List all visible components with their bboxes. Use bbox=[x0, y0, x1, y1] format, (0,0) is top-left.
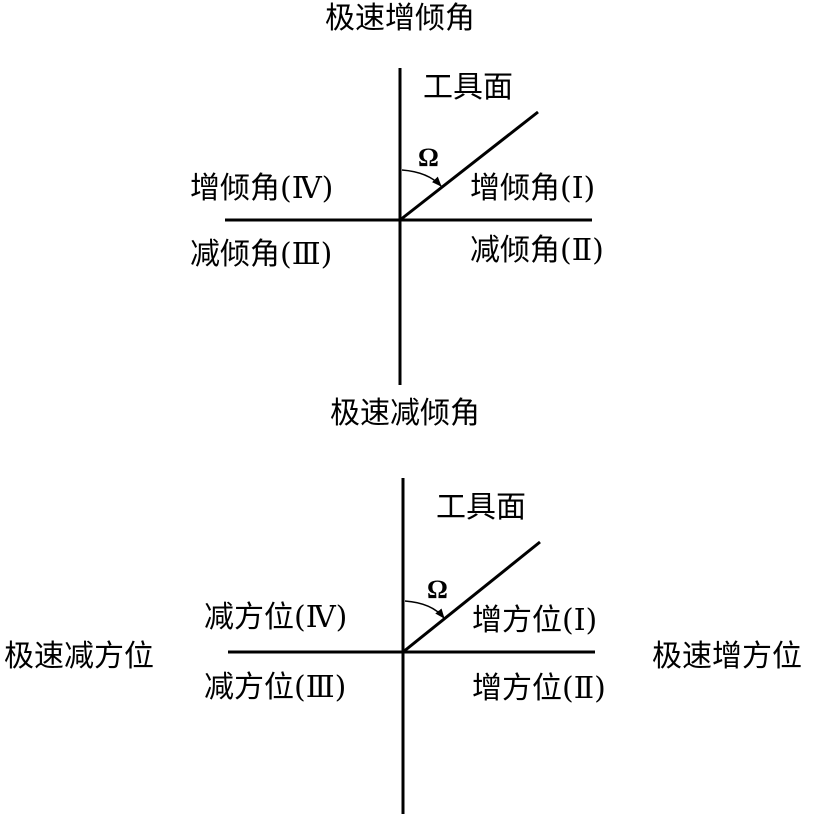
quadrant-ii-label: 增方位(Ⅱ) bbox=[472, 671, 606, 706]
quadrant-i-label: 增方位(Ⅰ) bbox=[472, 603, 597, 638]
quadrant-iv-label: 增倾角(Ⅳ) bbox=[190, 171, 333, 206]
omega-symbol: Ω bbox=[418, 143, 439, 172]
quadrant-iv-label: 减方位(Ⅳ) bbox=[204, 600, 347, 635]
left-label: 极速减方位 bbox=[4, 639, 154, 674]
quadrant-iii-label: 减方位(Ⅲ) bbox=[204, 670, 346, 705]
tool-face-label: 工具面 bbox=[423, 70, 513, 105]
right-label: 极速增方位 bbox=[652, 639, 802, 674]
tool-face-line bbox=[402, 540, 541, 654]
tool-face-line bbox=[399, 110, 539, 222]
angle-arc-arrow bbox=[404, 600, 445, 619]
top-label: 极速增倾角 bbox=[325, 1, 475, 36]
omega-symbol: Ω bbox=[427, 575, 448, 604]
quadrant-i-label: 增倾角(Ⅰ) bbox=[470, 171, 595, 206]
quadrant-ii-label: 减倾角(Ⅱ) bbox=[470, 233, 604, 268]
quadrant-iii-label: 减倾角(Ⅲ) bbox=[190, 237, 332, 272]
angle-arc-arrow bbox=[401, 169, 442, 187]
inclination-diagram: 极速增倾角 极速减倾角 工具面 Ω 增倾角(Ⅳ) 增倾角(Ⅰ) 减倾角(Ⅲ) 减… bbox=[190, 1, 604, 431]
azimuth-diagram: 工具面 Ω 极速减方位 极速增方位 减方位(Ⅳ) 增方位(Ⅰ) 减方位(Ⅲ) 增… bbox=[4, 478, 802, 814]
tool-face-label: 工具面 bbox=[436, 490, 526, 525]
bottom-label: 极速减倾角 bbox=[330, 396, 480, 431]
